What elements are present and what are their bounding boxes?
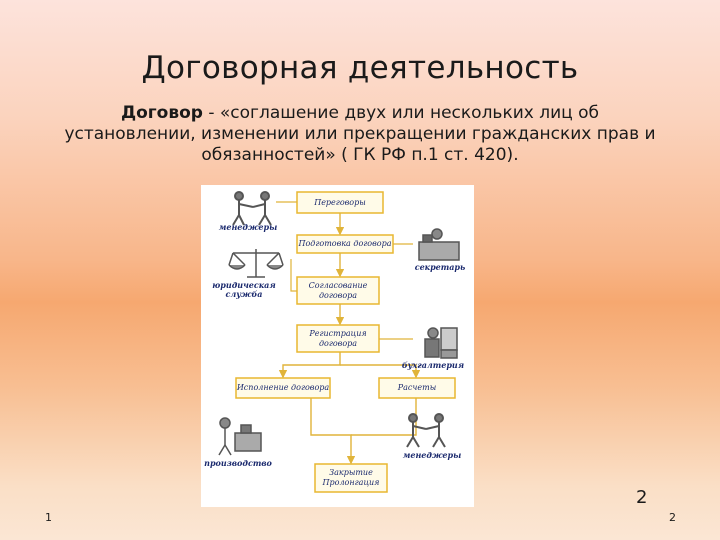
definition-text: Договор - «соглашение двух или нескольки… [60,103,660,166]
secretary-desk-icon [418,228,460,261]
step-label-registration: Регистрация договора [309,328,367,348]
arrow-settlements-closing [351,398,417,436]
arrow-execution-closing [310,398,356,465]
step-label-execution: Исполнение договора [236,383,330,392]
step-box-registration [296,324,380,353]
step-label-preparation: Подготовка договора [298,239,392,248]
accountant-desk-icon [424,327,458,359]
handshake-icon [232,191,272,226]
role-legal: юридическая служба [212,280,276,299]
definition-term: Договор [120,103,203,123]
step-label-negotiations: Переговоры [314,197,366,207]
handshake-icon-bottom [406,413,446,448]
footer-page-number-right: 2 [669,511,676,524]
production-worker-icon [218,417,262,456]
diagram-graphics [218,191,460,493]
step-label-settlements: Расчеты [397,383,437,392]
role-managers-bottom: менеджеры [402,450,462,460]
role-accounting: бухгалтерия [401,360,465,370]
definition-body: - «соглашение двух или нескольких лиц об… [64,103,656,165]
arrow-registration-split [278,352,341,379]
link-legal-process [290,259,297,292]
role-managers-top: менеджеры [218,222,278,232]
arrow-registration-settlements [340,364,421,379]
step-box-approval [296,276,380,305]
role-secretary: секретарь [414,262,466,272]
footer-page-number-left: 1 [45,511,52,524]
scales-icon [228,249,284,278]
role-production: производство [204,458,272,468]
slide-title: Договорная деятельность [141,50,579,86]
step-label-closing: Закрытие Пролонгация [322,468,380,487]
slide-number-large: 2 [636,487,648,508]
step-label-approval: Согласование договора [308,280,368,300]
contract-process-diagram: Переговоры Подготовка договора Согласова… [201,185,474,507]
